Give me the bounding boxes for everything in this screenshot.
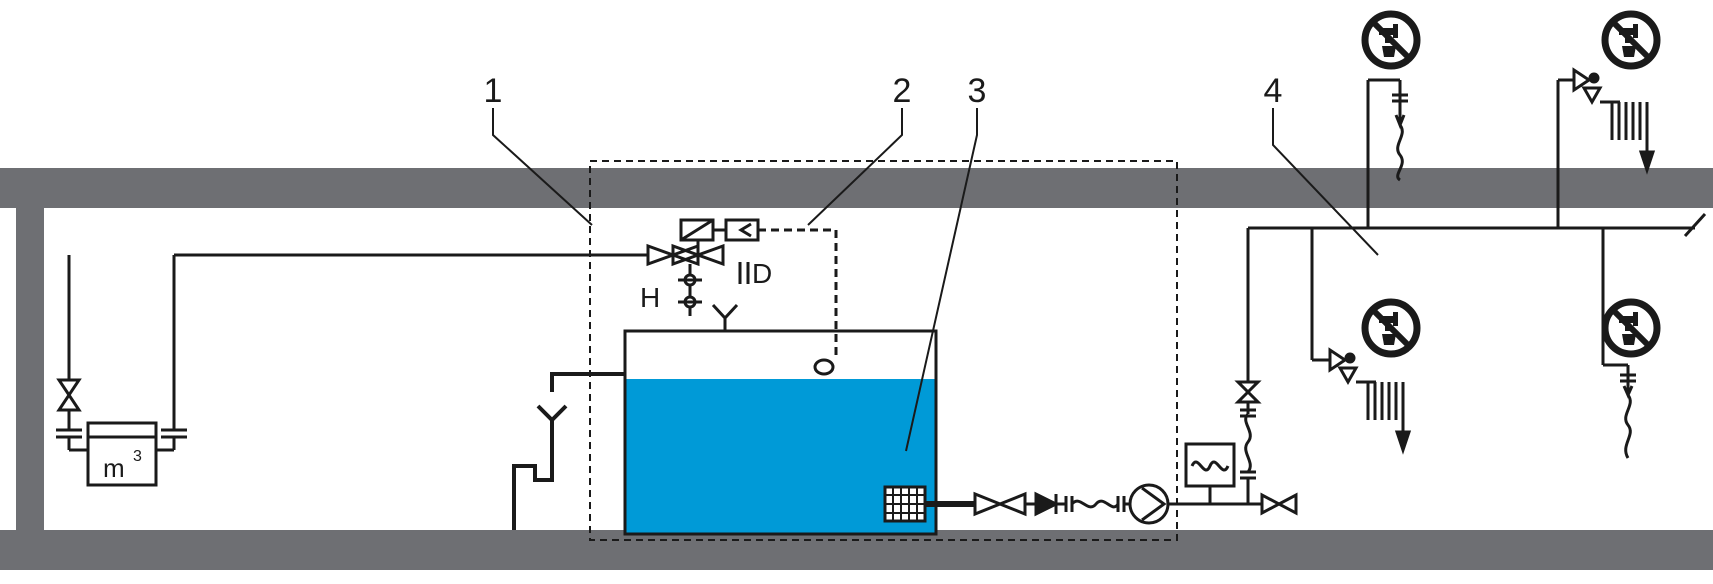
left-wall [16, 168, 44, 570]
tank-outline [623, 329, 938, 536]
callout-4: 4 [1264, 72, 1283, 110]
floor-wall [0, 530, 1713, 570]
hose-connection-upper [1572, 67, 1656, 175]
float-signal-line [758, 228, 838, 355]
meter-unit-label: m [103, 453, 125, 483]
no-drinking-water-icon [1361, 10, 1421, 70]
callout-1: 1 [484, 72, 503, 110]
overflow-pipe [550, 372, 625, 392]
no-drinking-water-icon [1361, 298, 1421, 358]
meter-unit-exponent: 3 [133, 448, 142, 465]
check-valve [1034, 491, 1060, 517]
water-meter-box [86, 421, 158, 487]
callout-2: 2 [893, 72, 912, 110]
pump-line [925, 483, 1262, 525]
inlet-valve-1 [646, 243, 678, 267]
callout-leader-4 [1272, 108, 1379, 256]
callout-leader-2 [807, 108, 903, 226]
suction-strainer [883, 485, 927, 523]
label-d: D [752, 258, 772, 289]
drain-valve [1260, 492, 1298, 516]
callout-leader-1 [492, 108, 593, 226]
pressure-switch-assembly [1184, 228, 1298, 516]
building-walls [0, 168, 1713, 570]
float-switch [813, 358, 835, 376]
label-h: H [640, 282, 660, 313]
tank-inlet-fittings [678, 264, 739, 332]
ceiling-wall [0, 168, 1713, 208]
water-meter-assembly [56, 253, 647, 487]
separation-station-boundary [589, 160, 1178, 541]
inlet-valve-assembly [646, 218, 760, 284]
hose-connection-lower [1328, 347, 1412, 455]
inlet-valve-2 [671, 243, 703, 267]
pump-isolation-valve [973, 491, 1027, 517]
no-drinking-water-icon [1601, 10, 1661, 70]
callout-leader-3 [905, 108, 978, 452]
no-drinking-water-icon [1601, 298, 1661, 358]
distribution-piping [1248, 78, 1707, 459]
callout-leaders [492, 108, 1379, 452]
callout-3: 3 [968, 72, 987, 110]
riser-valve [1234, 380, 1262, 404]
drain-funnel [512, 404, 568, 530]
